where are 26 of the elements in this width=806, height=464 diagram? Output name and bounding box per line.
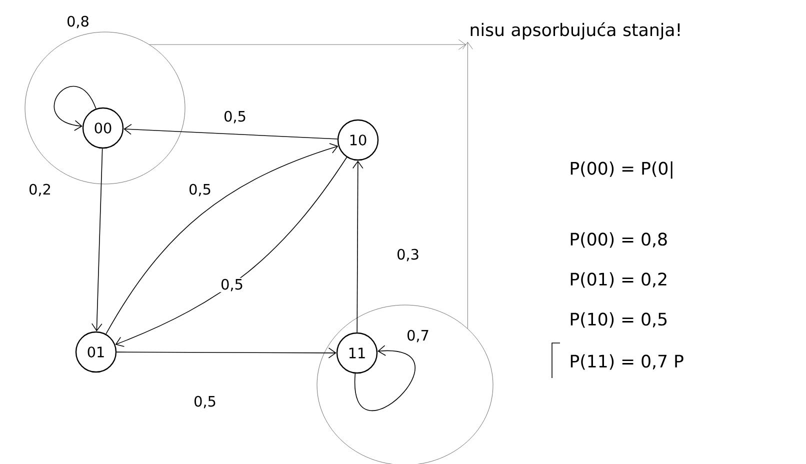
edge-label: 0,5	[188, 182, 212, 198]
arrow	[149, 39, 466, 50]
arrow	[462, 42, 473, 329]
equation: P(00) = P(0|	[570, 161, 672, 179]
equation: P(00) = 0,8	[570, 232, 667, 248]
equation: P(10) = 0,5	[570, 312, 666, 328]
edge-label: 0,7	[406, 328, 430, 344]
equation: P(11) = 0,7 P	[570, 354, 684, 370]
arrow	[92, 148, 103, 332]
group-outline	[24, 32, 186, 184]
arrow	[106, 143, 338, 334]
arrow	[124, 124, 338, 140]
arrow	[354, 345, 416, 411]
arrow	[115, 156, 348, 347]
note-text: nisu apsorbujuća stanja!	[470, 22, 680, 40]
arrow	[54, 86, 96, 131]
edge-label: 0,2	[28, 182, 52, 198]
equation: P(01) = 0,2	[570, 272, 666, 288]
edge-label: 0,5	[192, 394, 218, 410]
edge-label: 0,3	[396, 248, 420, 262]
group-outline	[316, 304, 494, 464]
edge-label: 0,5	[222, 110, 248, 124]
arrow	[352, 160, 364, 333]
arrow	[116, 348, 336, 358]
edge-label: 0,5	[220, 278, 244, 292]
edge-label: 0,8	[66, 14, 90, 30]
